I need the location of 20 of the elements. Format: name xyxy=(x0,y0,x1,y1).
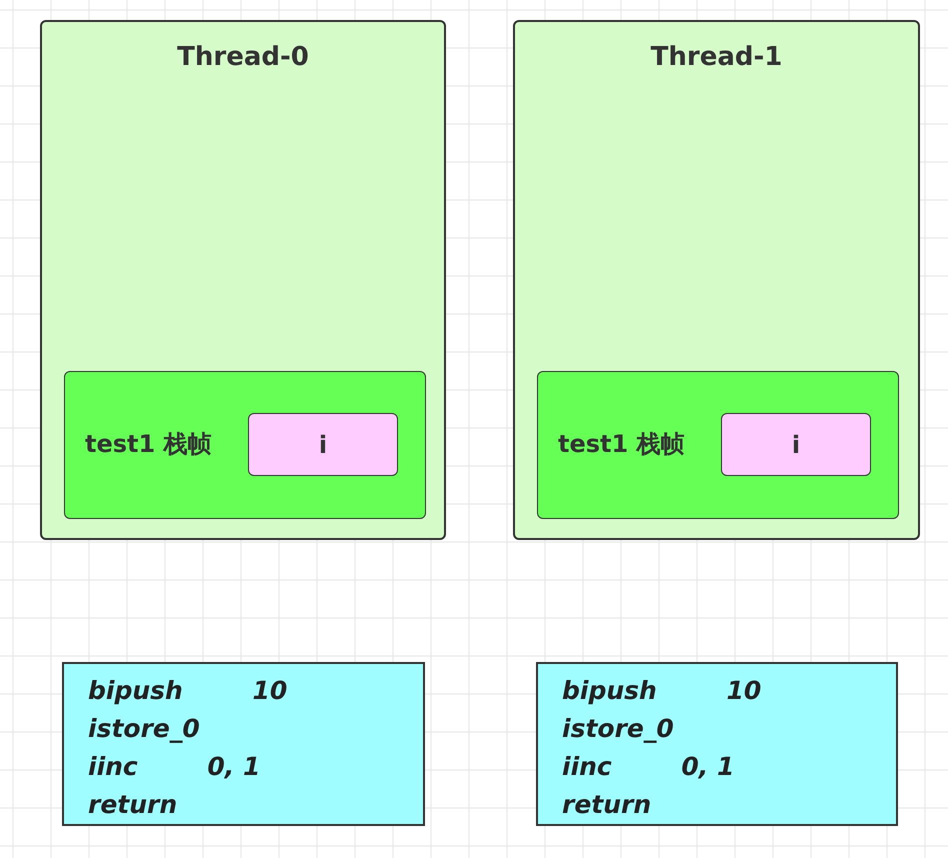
stack-frame-box xyxy=(64,371,426,519)
code-line: bipush 10 xyxy=(88,675,288,707)
code-line: return xyxy=(562,789,652,821)
thread-box xyxy=(513,20,920,540)
frame-label: test1 栈帧 xyxy=(558,429,685,460)
thread-title: Thread-1 xyxy=(650,42,782,72)
frame-label: test1 栈帧 xyxy=(85,429,212,460)
thread-title: Thread-0 xyxy=(177,42,309,72)
code-line: iinc 0, 1 xyxy=(562,751,734,783)
thread-box xyxy=(40,20,446,540)
code-line: istore_0 xyxy=(562,713,674,745)
code-line: istore_0 xyxy=(88,713,200,745)
code-line: iinc 0, 1 xyxy=(88,751,260,783)
variable-box: i xyxy=(721,413,871,476)
bytecode-box xyxy=(536,662,898,826)
code-line: bipush 10 xyxy=(562,675,762,707)
variable-box: i xyxy=(248,413,398,476)
stack-frame-box xyxy=(537,371,899,519)
code-line: return xyxy=(88,789,178,821)
bytecode-box xyxy=(62,662,425,826)
